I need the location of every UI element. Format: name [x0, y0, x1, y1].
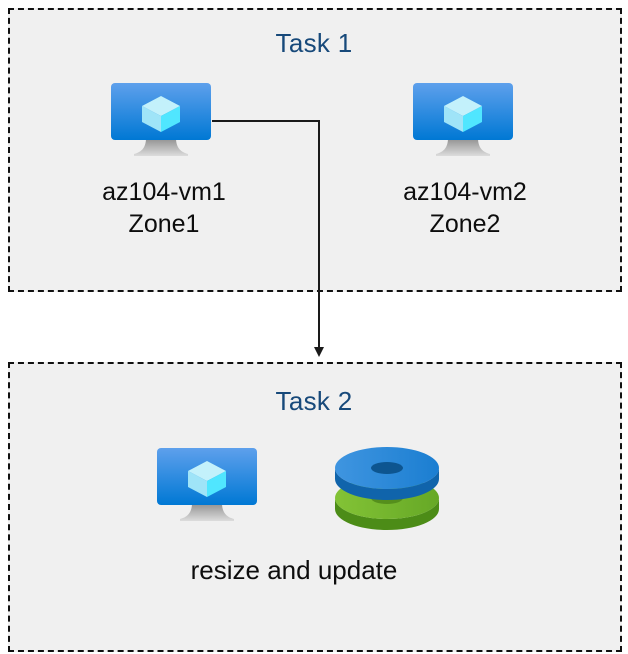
vm2-name: az104-vm2 — [403, 178, 527, 206]
vm2-zone: Zone2 — [429, 210, 501, 238]
disks-icon — [335, 447, 439, 530]
task-1-title: Task 1 — [275, 28, 353, 58]
vm1-name: az104-vm1 — [102, 178, 226, 206]
vm1-label: az104-vm1 Zone1 — [44, 176, 284, 240]
task-2-caption: resize and update — [190, 555, 398, 585]
virtual-machine-icon-vm2 — [413, 83, 513, 156]
task-2-title: Task 2 — [275, 386, 353, 416]
vm2-label: az104-vm2 Zone2 — [345, 176, 585, 240]
task-2-container — [8, 362, 622, 652]
vm1-zone: Zone1 — [128, 210, 200, 238]
virtual-machine-icon-vm1 — [111, 83, 211, 156]
virtual-machine-icon-task2 — [157, 448, 257, 521]
